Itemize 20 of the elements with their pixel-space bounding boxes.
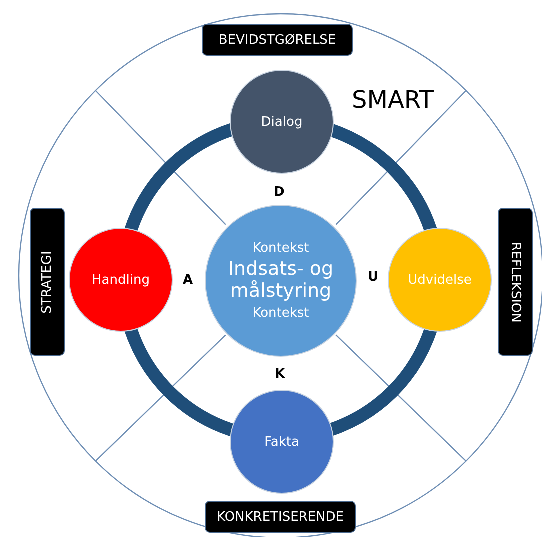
node-text: Udvidelse	[408, 272, 472, 288]
node-text: STRATEGI	[40, 250, 55, 314]
node-text: Kontekst	[252, 241, 310, 256]
node-text: Dialog	[261, 114, 303, 130]
node-text: KONKRETISERENDE	[217, 510, 344, 524]
node-text: Indsats- og målstyring	[227, 259, 335, 303]
letter-label: U	[368, 270, 379, 285]
label-box	[30, 208, 65, 356]
heading-text: SMART	[352, 86, 434, 114]
node-text: BEVIDSTGØRELSE	[218, 32, 336, 48]
node-text: Kontekst	[252, 306, 310, 321]
node-text: Handling	[92, 272, 150, 288]
letter-label: A	[183, 273, 194, 288]
label-box	[202, 24, 353, 56]
label-box	[205, 501, 356, 533]
node-text: REFLEKSION	[508, 242, 523, 322]
letter-label: K	[275, 367, 286, 382]
label-box	[498, 208, 533, 356]
letter-label: D	[274, 185, 285, 200]
node-text: Fakta	[264, 434, 300, 450]
